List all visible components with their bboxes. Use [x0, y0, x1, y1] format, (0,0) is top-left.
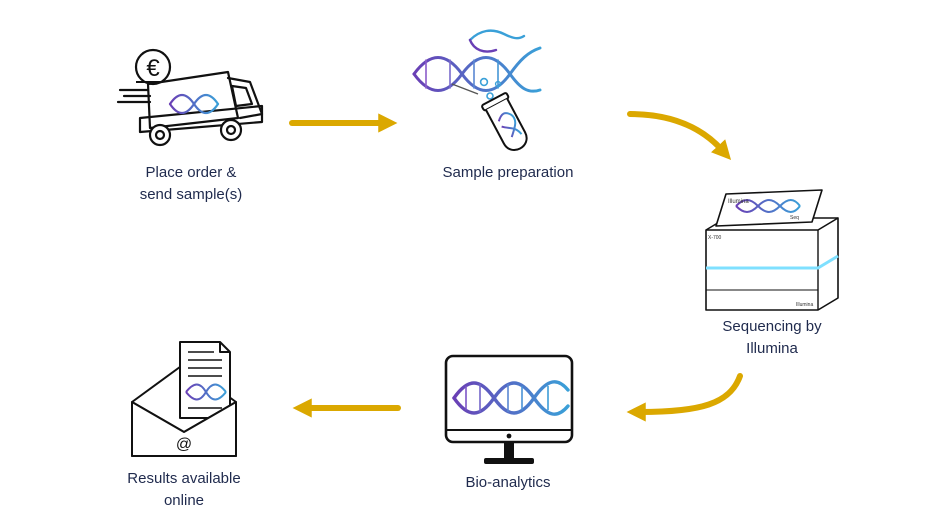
monitor-icon: [444, 354, 574, 464]
step-label-order: Place order & send sample(s): [111, 162, 271, 206]
test-tube-icon: [451, 77, 528, 151]
dna-strand-icon: [412, 29, 542, 93]
step-label-bio: Bio-analytics: [438, 472, 578, 494]
sequencer-screen-label: Illumina: [728, 199, 749, 205]
workflow-arrows: [289, 111, 743, 422]
euro-coin-icon: €: [134, 48, 172, 86]
arrow-seq-to-bio: [626, 373, 743, 422]
truck-dna-icon: [168, 93, 220, 115]
step-label-prep: Sample preparation: [418, 162, 598, 184]
illumina-sequencer-icon: Illumina Seq X-700 Illumina: [705, 189, 839, 311]
sequencer-brand: Illumina: [796, 302, 813, 308]
arrow-prep-to-seq: [627, 111, 732, 160]
euro-symbol: €: [146, 55, 160, 82]
sequencer-screen-sub: Seq: [790, 215, 799, 221]
step-label-seq: Sequencing by Illumina: [692, 316, 852, 360]
step-label-results-line2: online: [163, 492, 205, 509]
envelope-document-icon: @: [131, 341, 237, 457]
step-label-bio-line1: Bio-analytics: [465, 474, 551, 491]
step-label-results-line1: Results available: [127, 470, 241, 487]
sequencer-model: X-700: [708, 235, 722, 241]
step-label-results: Results available online: [99, 468, 269, 512]
step-label-seq-line2: Illumina: [746, 340, 798, 357]
delivery-truck-icon: [116, 70, 264, 147]
step-label-order-line2: send sample(s): [139, 186, 243, 203]
step-label-order-line1: Place order &: [145, 164, 237, 181]
step-label-seq-line1: Sequencing by: [722, 318, 822, 335]
email-at-symbol: @: [176, 436, 192, 453]
step-label-prep-line1: Sample preparation: [442, 164, 574, 181]
